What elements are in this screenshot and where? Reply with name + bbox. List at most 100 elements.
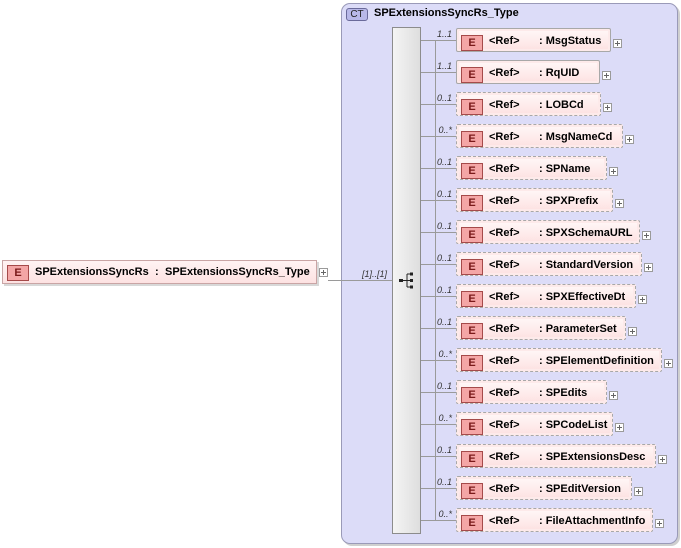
expand-child-icon[interactable] <box>609 391 618 400</box>
child-element-name: : FileAttachmentInfo <box>539 515 646 527</box>
child-connector <box>421 264 456 265</box>
child-element-fill <box>459 511 650 529</box>
expand-child-icon[interactable] <box>655 519 664 528</box>
element-badge: E <box>461 99 483 115</box>
child-ref-label: <Ref> <box>489 99 520 111</box>
child-element-name: : SPEdits <box>539 387 588 399</box>
child-occurrence: 0..* <box>438 349 452 359</box>
element-badge: E <box>461 195 483 211</box>
expand-child-icon[interactable] <box>638 295 647 304</box>
child-element[interactable]: E<Ref>: SPEditVersion <box>456 476 643 500</box>
child-element-fill <box>459 479 629 497</box>
child-occurrence: 0..1 <box>436 221 452 231</box>
root-element-type: SPExtensionsSyncRs_Type <box>165 266 310 278</box>
child-connector <box>421 456 456 457</box>
child-element[interactable]: E <Ref> : FileAttachmentInfo <box>456 508 664 532</box>
child-element[interactable]: E<Ref>: ParameterSet <box>456 316 637 340</box>
child-element[interactable]: E<Ref>: SPName <box>456 156 618 180</box>
child-element-fill <box>459 63 597 81</box>
expand-child-icon[interactable] <box>615 199 624 208</box>
child-element[interactable]: E<Ref>: SPEdits <box>456 380 618 404</box>
child-element-fill <box>459 255 639 273</box>
element-badge: E <box>461 35 483 51</box>
child-element-fill <box>459 415 610 433</box>
child-ref-label: <Ref> <box>489 131 520 143</box>
child-element-name: : SPElementDefinition <box>539 355 654 367</box>
expand-child-icon[interactable] <box>615 423 624 432</box>
child-element-fill <box>459 95 598 113</box>
child-element-fill <box>459 351 659 369</box>
child-occurrence: 1..1 <box>436 29 452 39</box>
child-occurrence: 0..* <box>438 509 452 519</box>
expand-child-icon[interactable] <box>625 135 634 144</box>
element-badge: E <box>461 483 483 499</box>
child-element[interactable]: E<Ref>: SPXSchemaURL <box>456 220 651 244</box>
element-badge: E <box>461 323 483 339</box>
child-ref-label: <Ref> <box>489 355 520 367</box>
child-occurrence: 0..* <box>438 125 452 135</box>
child-element[interactable]: E<Ref>: RqUID <box>456 60 611 84</box>
expand-child-icon[interactable] <box>642 231 651 240</box>
root-element-name: SPExtensionsSyncRs <box>35 266 149 278</box>
child-connector <box>421 360 456 361</box>
child-element-name: : SPEditVersion <box>539 483 621 495</box>
child-ref-label: <Ref> <box>489 195 520 207</box>
child-element-name: : SPXSchemaURL <box>539 227 633 239</box>
expand-root-icon[interactable] <box>319 268 328 277</box>
child-occurrence: 1..1 <box>436 61 452 71</box>
child-element-fill <box>459 223 637 241</box>
child-connector <box>421 328 456 329</box>
complex-type-name: SPExtensionsSyncRs_Type <box>374 7 519 19</box>
child-connector <box>421 520 456 521</box>
child-element-fill <box>459 447 653 465</box>
expand-child-icon[interactable] <box>644 263 653 272</box>
child-occurrence: 0..1 <box>436 253 452 263</box>
element-badge: E <box>461 515 483 531</box>
expand-child-icon[interactable] <box>628 327 637 336</box>
root-element[interactable]: E SPExtensionsSyncRs : SPExtensionsSyncR… <box>2 260 317 284</box>
child-ref-label: <Ref> <box>489 291 520 303</box>
child-element-fill <box>459 383 604 401</box>
child-element-name: : SPCodeList <box>539 419 608 431</box>
expand-child-icon[interactable] <box>603 103 612 112</box>
element-badge: E <box>461 291 483 307</box>
child-connector <box>421 232 456 233</box>
child-element[interactable]: E<Ref>: SPXPrefix <box>456 188 624 212</box>
child-element[interactable]: E<Ref>: MsgStatus <box>456 28 622 52</box>
element-badge: E <box>461 163 483 179</box>
child-ref-label: <Ref> <box>489 67 520 79</box>
child-ref-label: <Ref> <box>489 163 520 175</box>
child-occurrence: 0..1 <box>436 317 452 327</box>
child-ref-label: <Ref> <box>489 451 520 463</box>
expand-child-icon[interactable] <box>609 167 618 176</box>
root-connector <box>328 280 392 281</box>
element-badge: E <box>7 265 29 281</box>
child-connector <box>421 392 456 393</box>
child-ref-label: <Ref> <box>489 515 520 527</box>
child-element-name: : StandardVersion <box>539 259 634 271</box>
expand-child-icon[interactable] <box>602 71 611 80</box>
child-element[interactable]: E<Ref>: SPExtensionsDesc <box>456 444 667 468</box>
expand-child-icon[interactable] <box>613 39 622 48</box>
expand-child-icon[interactable] <box>634 487 643 496</box>
child-element[interactable]: E<Ref>: SPElementDefinition <box>456 348 673 372</box>
child-connector <box>421 488 456 489</box>
child-occurrence: 0..* <box>438 413 452 423</box>
child-element-name: : SPXEffectiveDt <box>539 291 626 303</box>
child-element[interactable]: E<Ref>: LOBCd <box>456 92 612 116</box>
child-element-fill <box>459 31 608 49</box>
child-element[interactable]: E<Ref>: StandardVersion <box>456 252 653 276</box>
expand-child-icon[interactable] <box>664 359 673 368</box>
element-badge: E <box>461 259 483 275</box>
child-element-name: : RqUID <box>539 67 580 79</box>
child-element[interactable]: E<Ref>: SPCodeList <box>456 412 624 436</box>
child-connector <box>421 168 456 169</box>
expand-child-icon[interactable] <box>658 455 667 464</box>
child-connector <box>421 296 456 297</box>
child-element[interactable]: E<Ref>: MsgNameCd <box>456 124 634 148</box>
child-element[interactable]: E <Ref> : SPXEffectiveDt <box>456 284 647 308</box>
sequence-occurrence: [1]..[1] <box>362 269 388 279</box>
child-connector <box>421 136 456 137</box>
element-badge: E <box>461 387 483 403</box>
child-element-name: : SPExtensionsDesc <box>539 451 646 463</box>
